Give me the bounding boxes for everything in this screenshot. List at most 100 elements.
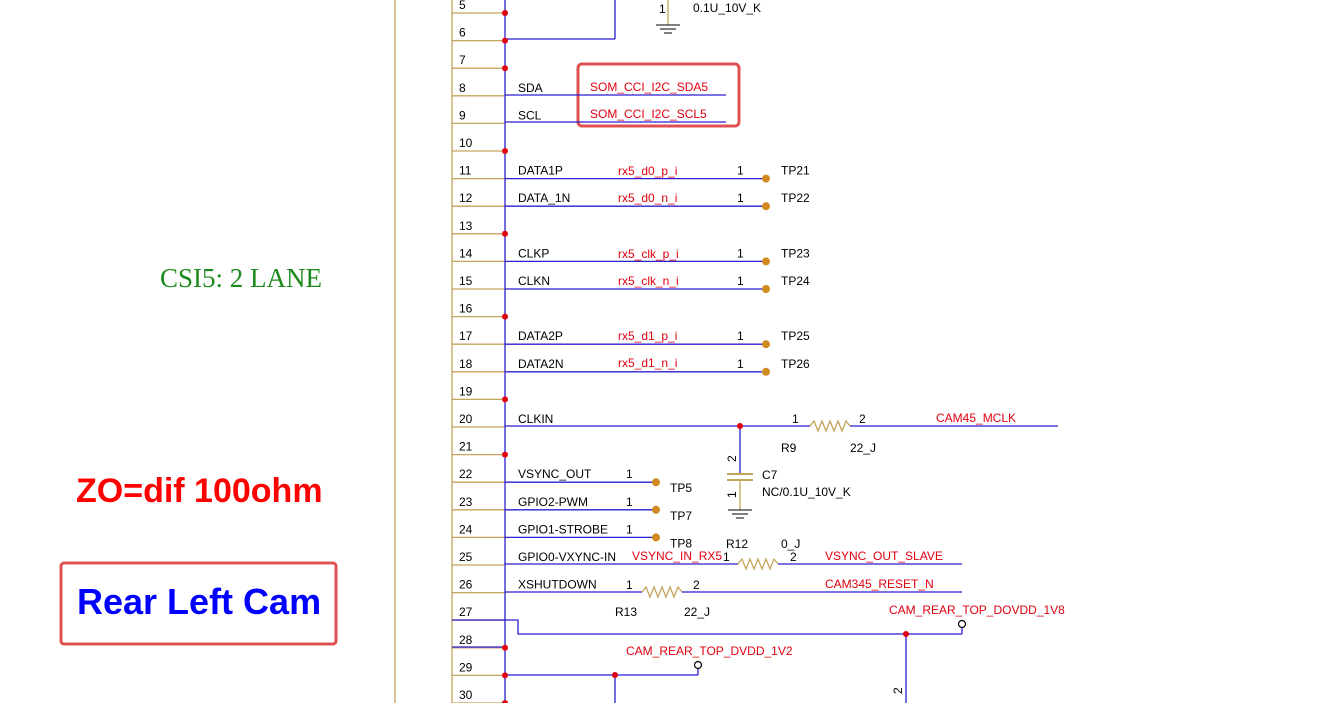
connector-pin: 30 [452, 688, 505, 703]
pin-name: GPIO1-STROBE [518, 522, 608, 536]
c7-pin-bot: 1 [725, 491, 739, 498]
pin-number: 6 [459, 26, 466, 40]
pin-number: 23 [459, 495, 473, 509]
cap-top-pin: 1 [659, 2, 666, 16]
csi-lane-label: CSI5: 2 LANE [160, 263, 322, 293]
pin-number: 19 [459, 384, 473, 398]
net-d0n: rx5_d0_n_i [618, 191, 677, 205]
net-d1p: rx5_d1_p_i [618, 329, 677, 343]
pin-number: 7 [459, 53, 466, 67]
pin-number: 11 [459, 164, 472, 178]
pin-number: 14 [459, 246, 473, 260]
connector-pin: 12 DATA_1N [452, 191, 570, 207]
dvdd-port [693, 660, 703, 670]
testpoint-ref: TP23 [781, 246, 810, 260]
net-clkp: rx5_clk_p_i [618, 247, 679, 261]
testpoint-pin: 1 [737, 246, 744, 260]
pin-name: DATA_1N [518, 191, 570, 205]
pin-name: SDA [518, 81, 543, 95]
r12-ref: R12 [726, 537, 748, 551]
r13-value: 22_J [684, 605, 710, 619]
pin-number: 30 [459, 688, 473, 702]
junction-dot [502, 148, 508, 154]
net-d0p: rx5_d0_p_i [618, 164, 677, 178]
testpoint-ref: TP5 [670, 481, 692, 495]
testpoint-dot [652, 478, 660, 487]
pin-number: 28 [459, 633, 473, 647]
r13-ref: R13 [615, 605, 637, 619]
junction-dot [502, 451, 508, 458]
r9-pin1: 1 [792, 412, 799, 426]
r13-pin1: 1 [626, 578, 633, 592]
junction-dot [612, 672, 618, 678]
junction-dot [502, 230, 508, 237]
pin-name: DATA1P [518, 164, 563, 178]
junction-dot [903, 631, 909, 637]
impedance-note: ZO=dif 100ohm [76, 472, 323, 510]
testpoint-ref: TP25 [781, 329, 810, 343]
connector-pin: 6 [452, 26, 505, 42]
pin-name: GPIO2-PWM [518, 495, 588, 509]
resistor-r9 [809, 419, 851, 433]
junction-dot [502, 65, 508, 72]
connector-pin: 15 CLKN [452, 274, 550, 290]
pin-name: GPIO0-VXYNC-IN [518, 550, 616, 564]
junction-dot [502, 37, 508, 44]
wire-dovdd [452, 619, 962, 635]
r9-pin2: 2 [859, 412, 866, 426]
testpoint-dot [652, 505, 660, 514]
net-d1n: rx5_d1_n_i [618, 356, 677, 370]
net-sda: SOM_CCI_I2C_SDA5 [590, 80, 708, 94]
pin-number: 9 [459, 108, 466, 122]
testpoint-pin: 1 [737, 357, 744, 371]
testpoint-ref: TP24 [781, 274, 810, 288]
pin-number: 10 [459, 136, 473, 150]
connector-pin: 28 [452, 633, 505, 649]
junction-dot [502, 396, 508, 403]
pin-number: 21 [459, 440, 473, 454]
c7-value: NC/0.1U_10V_K [762, 485, 851, 499]
pin-number: 15 [459, 274, 473, 288]
pin-number: 29 [459, 660, 473, 674]
connector-pin: 5 [452, 0, 505, 14]
connector-pin: 10 [452, 136, 505, 152]
r9-value: 22_J [850, 441, 876, 455]
testpoint-pin: 1 [626, 522, 633, 536]
testpoint-dot [762, 202, 770, 211]
junction-dot [502, 313, 508, 320]
pin-name: CLKN [518, 274, 550, 288]
pin-number: 20 [459, 412, 473, 426]
pin-name: SCL [518, 108, 542, 122]
testpoint-dot [652, 533, 660, 542]
testpoint-dot [762, 340, 770, 349]
c7-ref: C7 [762, 468, 778, 482]
testpoint-pin: 1 [626, 467, 633, 481]
connector-pin: 29 [452, 660, 505, 677]
bottom-pin-label: 2 [891, 687, 905, 694]
pin-number: 22 [459, 467, 473, 481]
net-clkn: rx5_clk_n_i [618, 274, 679, 288]
pin-number: 16 [459, 302, 473, 316]
net-dvdd: CAM_REAR_TOP_DVDD_1V2 [626, 644, 793, 658]
junction-dot [502, 644, 508, 651]
pin-name: DATA2N [518, 357, 564, 371]
cam-title: Rear Left Cam [77, 581, 321, 622]
pin-number: 12 [459, 191, 473, 205]
connector-pin: 13 [452, 219, 505, 235]
r13-pin2: 2 [693, 578, 700, 592]
dovdd-port [957, 619, 967, 629]
connector-pin: 19 [452, 384, 505, 401]
net-vsync-out-slave: VSYNC_OUT_SLAVE [825, 549, 943, 563]
ground-symbol-top [656, 24, 680, 34]
net-mclk: CAM45_MCLK [936, 411, 1016, 425]
